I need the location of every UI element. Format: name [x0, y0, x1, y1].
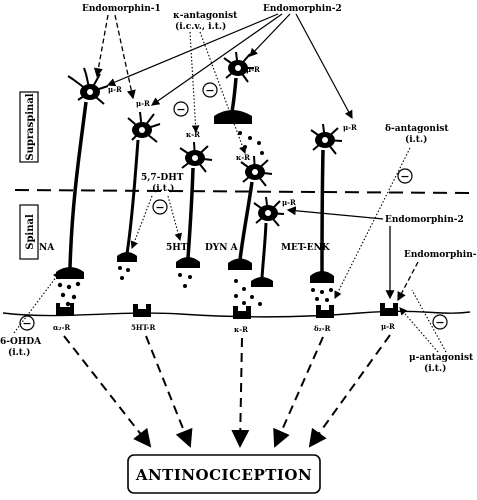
inhibition-circle-kappa-2: −: [202, 82, 218, 98]
mu-r-label-1: μ-R: [108, 85, 122, 94]
mu-receptor-shape: [380, 303, 398, 316]
inhibition-circle-mu: −: [432, 314, 448, 330]
neuron-na: μ-R: [56, 67, 122, 307]
outcome-arrows: [63, 334, 391, 448]
kappa-r-label-2: κ-R: [236, 153, 250, 162]
neuron-met-enk: μ-R: [234, 196, 296, 306]
receptor-label-kappa: κ-R: [234, 325, 248, 334]
neuron-dyn-top: μ-R: [214, 51, 264, 155]
mu-antagonist-arrow: [399, 307, 439, 353]
ohda-label-1: 6-OHDA: [0, 337, 42, 347]
kappa-antagonist-arrows: [189, 31, 247, 155]
mu-antagonist-label-2: (i.t.): [424, 363, 446, 374]
svg-text:−: −: [435, 316, 444, 329]
neuron-dyn-top-axon: [230, 77, 238, 113]
endomorphin2-arrows: [106, 13, 353, 120]
receptor-label-5ht: 5HT-R: [131, 323, 155, 332]
neuron-5ht-axon: [125, 139, 140, 255]
nt-label-met-enk: MET-ENK: [281, 243, 331, 253]
mu-r-label-4: μ-R: [282, 198, 296, 207]
inhibition-circle-delta: −: [397, 168, 413, 184]
neuron-met-enk-axon: [260, 222, 268, 279]
dht-label-2: (i.t.): [152, 183, 174, 194]
neuron-5ht-2-terminal: [176, 257, 200, 268]
svg-text:−: −: [155, 201, 164, 214]
inhibition-circle-dht: −: [152, 199, 168, 215]
5ht-vesicles-left: [118, 266, 130, 280]
neuron-dyn-top-terminal: [214, 110, 252, 124]
neuron-5ht-2: κ-R: [176, 130, 213, 288]
ohda-arrow: [13, 271, 61, 334]
endomorphin1-top-label: Endomorphin-1: [82, 4, 161, 14]
neuron-na-terminal: [56, 267, 84, 279]
endomorphin2-spinal-arrows: [286, 206, 395, 300]
dyn-top-vesicles: [238, 131, 264, 155]
dht-label-1: 5,7-DHT: [141, 173, 184, 183]
neuron-dyn-a-terminal: [228, 258, 252, 270]
neuron-dyn-a-axon: [238, 181, 254, 261]
neuron-delta-terminal: [310, 271, 334, 283]
endomorphin2-spinal-label: Endomorphin-2: [385, 215, 464, 225]
mu-r-label-2: μ-R: [136, 99, 150, 108]
neuron-met-enk-terminal: [251, 277, 273, 287]
receptor-label-delta2: δ₂-R: [314, 324, 331, 333]
kappa-r-label-1: κ-R: [186, 130, 200, 139]
mu-antagonist-arrow-2: [411, 289, 447, 353]
alpha2-receptor-shape: [56, 303, 74, 316]
neuron-5ht-2-axon: [186, 167, 195, 259]
mu-r-label-3: μ-R: [246, 65, 260, 74]
receptor-shapes: [56, 303, 398, 319]
endomorphin2-top-label: Endomorphin-2: [263, 4, 342, 14]
svg-text:−: −: [22, 317, 31, 330]
supraspinal-label: Supraspinal: [25, 93, 36, 160]
endomorphin1-arrows: [93, 14, 136, 100]
svg-text:−: −: [205, 84, 214, 97]
neuron-na-axon: [68, 101, 88, 269]
delta-antagonist-label-1: δ-antagonist: [385, 124, 449, 134]
5ht-vesicles-right: [178, 273, 192, 288]
antinociception-box: ANTINOCICEPTION: [127, 454, 321, 494]
5ht-receptor-shape: [133, 304, 151, 317]
delta-antagonist-label-2: (i.t.): [405, 134, 427, 145]
nt-label-na: NA: [39, 243, 55, 253]
neuron-5ht-terminal: [117, 252, 137, 262]
mu-antagonist-label-1: μ-antagonist: [409, 353, 474, 363]
receptor-label-alpha2: α₂-R: [53, 323, 70, 332]
neuron-delta-axon: [320, 149, 325, 273]
supraspinal-spinal-boundary: [14, 189, 471, 194]
spinal-box: Spinal: [19, 204, 39, 260]
inhibition-circle-kappa-1: −: [173, 101, 189, 117]
receptor-label-mu: μ-R: [381, 322, 395, 331]
nt-label-5ht: 5HT: [166, 243, 188, 253]
kappa-receptor-shape: [233, 306, 251, 319]
spinal-label: Spinal: [25, 214, 36, 250]
neuron-dyn-a: κ-R: [228, 153, 273, 270]
kappa-antagonist-label-1: κ-antagonist: [173, 11, 238, 21]
dht-arrows: [130, 195, 182, 250]
kappa-antagonist-label-2: (i.c.v., i.t.): [175, 21, 226, 32]
antinociception-label: ANTINOCICEPTION: [135, 466, 312, 484]
neuron-delta: μ-R: [310, 123, 357, 302]
svg-text:−: −: [400, 170, 409, 183]
supraspinal-box: Supraspinal: [19, 91, 39, 163]
mu-r-label-5: μ-R: [343, 123, 357, 132]
inhibition-circle-ohda: −: [19, 315, 35, 331]
nt-label-dyn-a: DYN A: [205, 243, 239, 253]
dyn-met-vesicles: [234, 279, 262, 306]
ohda-label-2: (i.t.): [8, 347, 30, 358]
delta-vesicles: [311, 288, 333, 302]
inhibition-marks: − − − − − −: [19, 82, 448, 331]
endomorphin1-spinal-arrow: [397, 261, 419, 302]
svg-text:−: −: [176, 103, 185, 116]
neuron-5ht: μ-R: [117, 99, 161, 280]
endomorphin1-spinal-label: Endomorphin-1: [404, 250, 477, 260]
na-vesicles: [57, 281, 81, 307]
delta2-receptor-shape: [316, 305, 334, 318]
